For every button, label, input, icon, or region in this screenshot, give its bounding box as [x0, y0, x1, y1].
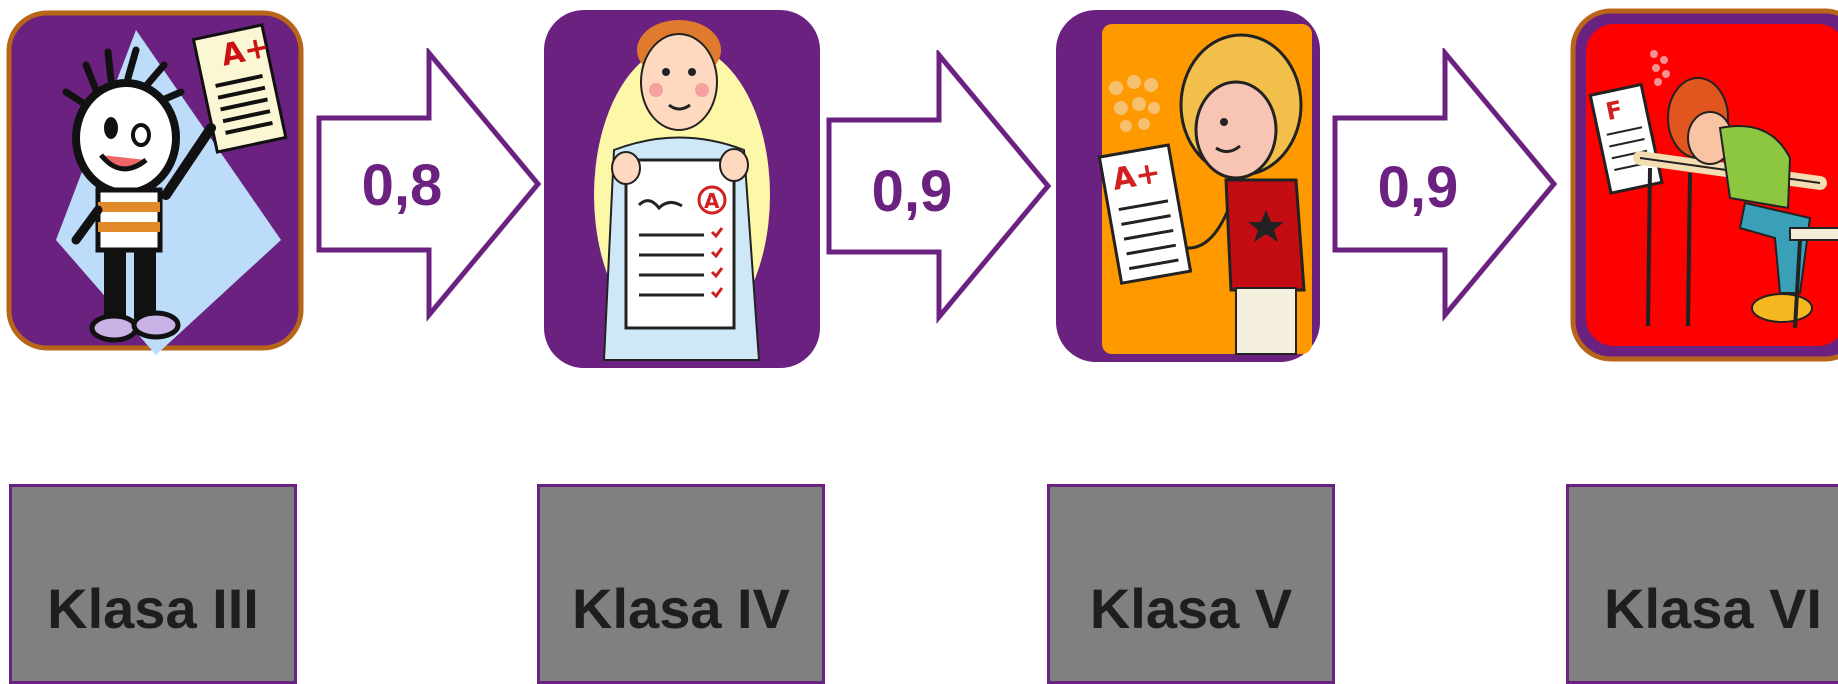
transition-value-3: 0,9	[1377, 155, 1459, 220]
student-showing-test-icon: A	[544, 10, 820, 368]
stage-1-picture: A+	[6, 10, 306, 360]
svg-text:A: A	[704, 189, 720, 213]
student-sleeping-at-desk-with-f-icon: F	[1570, 8, 1838, 362]
transition-value-1: 0,8	[361, 153, 443, 218]
stage-3-picture: A+	[1056, 10, 1320, 364]
stage-box-klasa-vi: Klasa VI	[1566, 484, 1838, 684]
svg-text:A+: A+	[1110, 155, 1164, 198]
stage-label: Klasa IV	[572, 577, 790, 640]
stage-label: Klasa III	[47, 577, 259, 640]
stage-4-picture: F	[1570, 8, 1838, 364]
transition-value-2: 0,9	[871, 159, 953, 224]
stage-label: Klasa VI	[1604, 577, 1822, 640]
transition-arrow-2	[826, 48, 1052, 335]
transition-arrow-3	[1332, 46, 1558, 333]
stage-2-picture: A	[544, 10, 820, 370]
student-holding-a-plus-paper-icon: A+	[6, 10, 304, 355]
svg-text:F: F	[1603, 95, 1625, 126]
stage-box-klasa-iii: Klasa III	[9, 484, 297, 684]
girl-holding-a-plus-paper-icon: A+	[1056, 10, 1320, 362]
stage-box-klasa-iv: Klasa IV	[537, 484, 825, 684]
transition-arrow-1	[316, 46, 542, 333]
stage-box-klasa-v: Klasa V	[1047, 484, 1335, 684]
stage-label: Klasa V	[1089, 577, 1293, 640]
